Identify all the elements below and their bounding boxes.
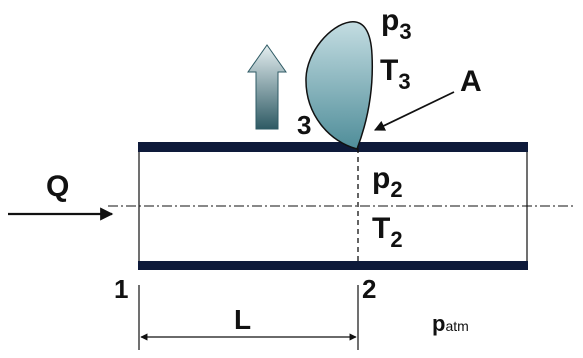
- pipe-top-wall: [138, 142, 528, 152]
- leak-pointer-arrow: [374, 91, 455, 131]
- leak-point-label: A: [460, 65, 482, 98]
- pressure-2-label: p2: [372, 162, 403, 202]
- flow-label: Q: [46, 170, 69, 203]
- temperature-3-label: T3: [380, 54, 411, 94]
- ambient-pressure-label: patm: [432, 311, 469, 336]
- leak-jet-plume: [305, 21, 374, 150]
- pipe-bottom-wall: [138, 261, 528, 270]
- jet-region-label: 3: [297, 110, 311, 140]
- length-label: L: [234, 304, 251, 335]
- section-1-label: 1: [114, 274, 128, 304]
- upward-flow-arrow: [247, 44, 287, 130]
- section-2-label: 2: [362, 274, 376, 304]
- pressure-3-label: p3: [381, 4, 412, 44]
- temperature-2-label: T2: [372, 212, 403, 252]
